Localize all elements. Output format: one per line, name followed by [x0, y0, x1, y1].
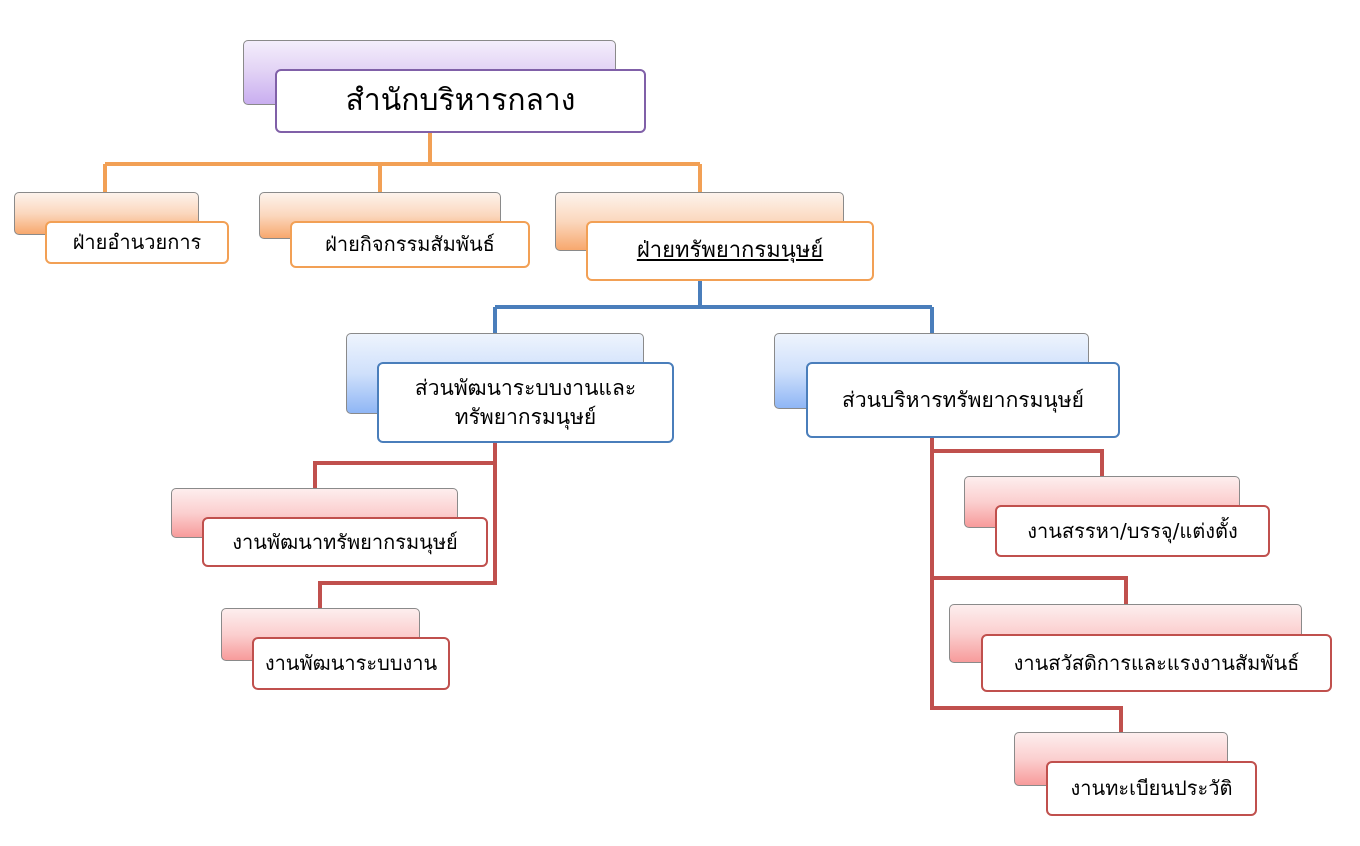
connector-dev-trunk: [318, 442, 497, 608]
division-node-box: ฝ่ายทรัพยากรมนุษย์: [586, 221, 874, 281]
unit-node-box: งานพัฒนาระบบงาน: [252, 637, 450, 690]
section-node-label: ส่วนบริหารทรัพยากรมนุษย์: [842, 387, 1084, 412]
unit-node-box: งานพัฒนาทรัพยากรมนุษย์: [202, 517, 488, 567]
connector-dev-unit-1: [313, 461, 495, 489]
unit-node-label: งานพัฒนาระบบงาน: [264, 651, 438, 675]
section-node-box: ส่วนบริหารทรัพยากรมนุษย์: [806, 362, 1120, 438]
connector-admin-unit-2: [932, 576, 1128, 605]
section-node-label: ส่วนพัฒนาระบบงานและทรัพยากรมนุษย์: [414, 376, 637, 429]
division-node-box: ฝ่ายกิจกรรมสัมพันธ์: [290, 221, 530, 268]
connector-admin-trunk: [930, 420, 1123, 733]
division-node-label: ฝ่ายทรัพยากรมนุษย์: [636, 238, 824, 264]
section-node-box: ส่วนพัฒนาระบบงานและทรัพยากรมนุษย์: [377, 362, 674, 443]
division-node-label: ฝ่ายอำนวยการ: [72, 230, 202, 254]
root-node-label: สำนักบริหารกลาง: [345, 82, 576, 118]
unit-node-label: งานสรรหา/บรรจุ/แต่งตั้ง: [1027, 518, 1238, 543]
unit-node-box: งานสวัสดิการและแรงงานสัมพันธ์: [981, 634, 1332, 692]
root-node-box: สำนักบริหารกลาง: [275, 69, 646, 133]
unit-node-label: งานทะเบียนประวัติ: [1070, 776, 1233, 800]
division-node-box: ฝ่ายอำนวยการ: [45, 221, 229, 264]
unit-node-label: งานพัฒนาทรัพยากรมนุษย์: [232, 529, 458, 554]
division-node-label: ฝ่ายกิจกรรมสัมพันธ์: [325, 232, 495, 256]
unit-node-box: งานสรรหา/บรรจุ/แต่งตั้ง: [995, 505, 1270, 557]
connector-admin-unit-1: [932, 449, 1104, 477]
unit-node-label: งานสวัสดิการและแรงงานสัมพันธ์: [1013, 650, 1300, 675]
unit-node-box: งานทะเบียนประวัติ: [1046, 761, 1257, 816]
